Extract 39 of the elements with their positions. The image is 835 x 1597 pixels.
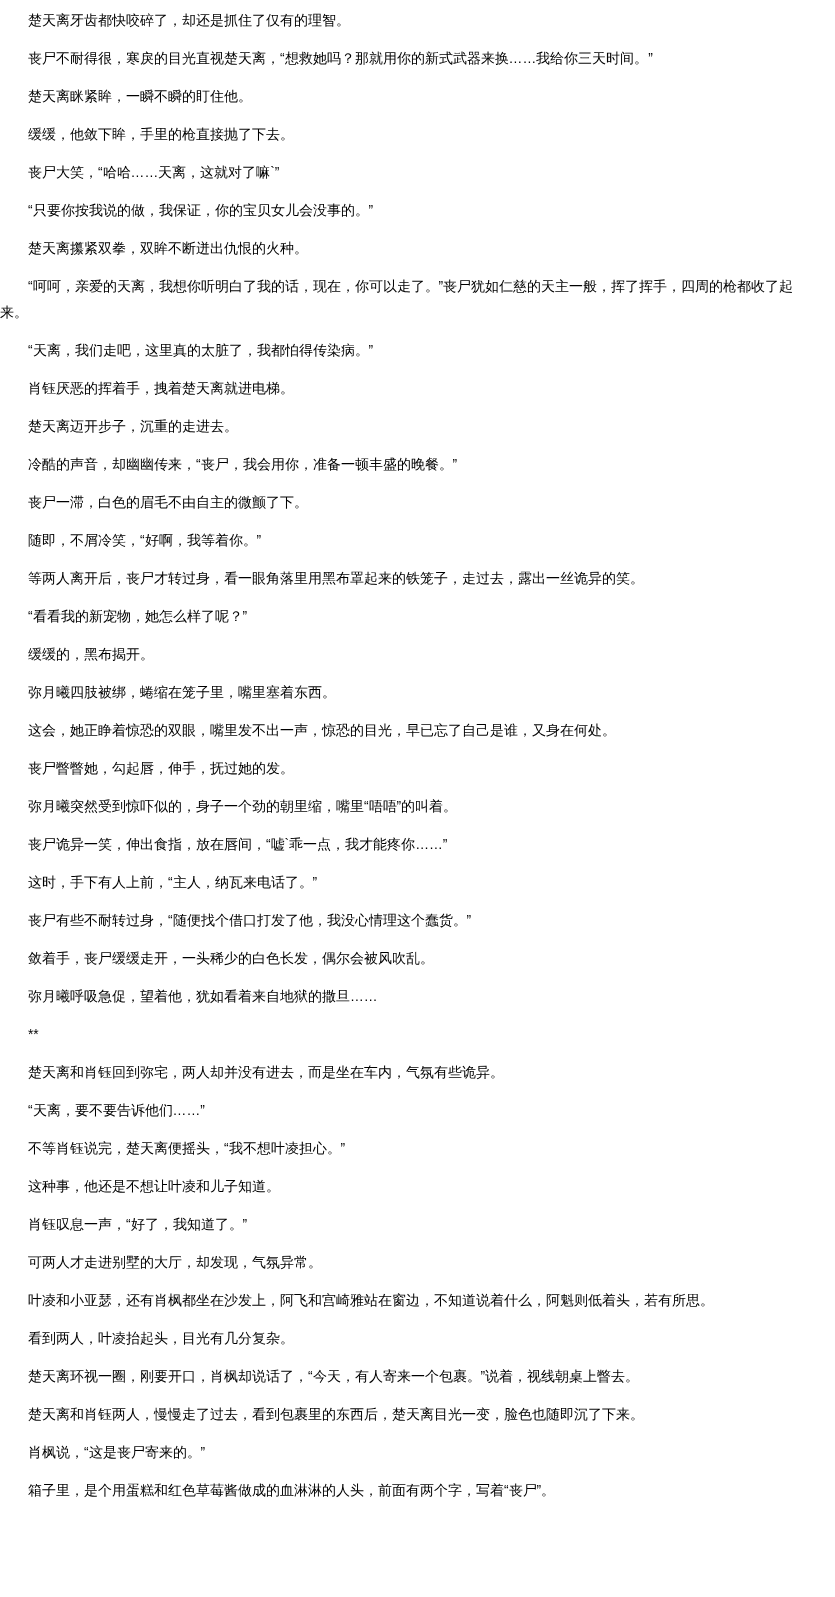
paragraph: 楚天离牙齿都快咬碎了，却还是抓住了仅有的理智。: [27, 12, 351, 30]
paragraph: 叶凌和小亚瑟，还有肖枫都坐在沙发上，阿飞和宫崎雅站在窗边，不知道说着什么，阿魁则低着头，若有所思。: [27, 1292, 715, 1310]
paragraph: “呵呵，亲爱的天离，我想你听明白了我的话，现在，你可以走了。”丧尸犹如仁慈的天主一般，挥了挥手，四周的枪都收了起来。: [0, 278, 795, 322]
paragraph: 肖钰厌恶的挥着手，拽着楚天离就进电梯。: [27, 380, 295, 398]
paragraph: 楚天离眯紧眸，一瞬不瞬的盯住他。: [27, 88, 253, 106]
paragraph: “天离，要不要告诉他们……”: [27, 1102, 206, 1120]
paragraph: 不等肖钰说完，楚天离便摇头，“我不想叶凌担心。”: [27, 1140, 347, 1158]
paragraph: 弥月曦四肢被绑，蜷缩在笼子里，嘴里塞着东西。: [27, 684, 337, 702]
paragraph: 丧尸有些不耐转过身，“随便找个借口打发了他，我没心情理这个蠢货。”: [27, 912, 473, 930]
paragraph: 这时，手下有人上前，“主人，纳瓦来电话了。”: [27, 874, 319, 892]
paragraph: 丧尸诡异一笑，伸出食指，放在唇间，“嘘`乖一点，我才能疼你……”: [27, 836, 449, 854]
paragraph: 缓缓的，黑布揭开。: [27, 646, 155, 664]
paragraph: 肖枫说，“这是丧尸寄来的。”: [27, 1444, 207, 1462]
paragraph: “天离，我们走吧，这里真的太脏了，我都怕得传染病。”: [27, 342, 375, 360]
paragraph: 弥月曦突然受到惊吓似的，身子一个劲的朝里缩，嘴里“唔唔”的叫着。: [27, 798, 459, 816]
paragraph: 楚天离攥紧双拳，双眸不断迸出仇恨的火种。: [27, 240, 309, 258]
paragraph: **: [27, 1026, 40, 1044]
paragraph: 敛着手，丧尸缓缓走开，一头稀少的白色长发，偶尔会被风吹乱。: [27, 950, 435, 968]
paragraph: 箱子里，是个用蛋糕和红色草莓酱做成的血淋淋的人头，前面有两个字，写着“丧尸”。: [27, 1482, 557, 1500]
paragraph: 这会，她正睁着惊恐的双眼，嘴里发不出一声，惊恐的目光，早已忘了自己是谁，又身在何处。: [27, 722, 617, 740]
paragraph: 肖钰叹息一声，“好了，我知道了。”: [27, 1216, 249, 1234]
paragraph: 这种事，他还是不想让叶凌和儿子知道。: [27, 1178, 281, 1196]
paragraph: 楚天离迈开步子，沉重的走进去。: [27, 418, 239, 436]
paragraph: 丧尸不耐得很，寒戾的目光直视楚天离，“想救她吗？那就用你的新式武器来换……我给你三天时间。”: [27, 50, 654, 68]
paragraph: 丧尸瞥瞥她，勾起唇，伸手，抚过她的发。: [27, 760, 295, 778]
paragraph: 等两人离开后，丧尸才转过身，看一眼角落里用黑布罩起来的铁笼子，走过去，露出一丝诡异的笑。: [27, 570, 645, 588]
paragraph: 缓缓，他敛下眸，手里的枪直接抛了下去。: [27, 126, 295, 144]
paragraph: “只要你按我说的做，我保证，你的宝贝女儿会没事的。”: [27, 202, 375, 220]
paragraph: 冷酷的声音，却幽幽传来，“丧尸，我会用你，准备一顿丰盛的晚餐。”: [27, 456, 459, 474]
paragraph: 可两人才走进别墅的大厅，却发现，气氛异常。: [27, 1254, 323, 1272]
paragraph: 楚天离和肖钰回到弥宅，两人却并没有进去，而是坐在车内，气氛有些诡异。: [27, 1064, 505, 1082]
paragraph: 楚天离环视一圈，刚要开口，肖枫却说话了，“今天，有人寄来一个包裹。”说着，视线朝桌上瞥去。: [27, 1368, 641, 1386]
paragraph: 丧尸大笑，“哈哈……天离，这就对了嘛`”: [27, 164, 281, 182]
paragraph: 随即，不屑冷笑，“好啊，我等着你。”: [27, 532, 263, 550]
paragraph: “看看我的新宠物，她怎么样了呢？”: [27, 608, 249, 626]
paragraph: 弥月曦呼吸急促，望着他，犹如看着来自地狱的撒旦……: [27, 988, 379, 1006]
paragraph: 楚天离和肖钰两人，慢慢走了过去，看到包裹里的东西后，楚天离目光一变，脸色也随即沉了下来。: [27, 1406, 645, 1424]
paragraph: 看到两人，叶凌抬起头，目光有几分复杂。: [27, 1330, 295, 1348]
paragraph: 丧尸一滞，白色的眉毛不由自主的微颤了下。: [27, 494, 309, 512]
